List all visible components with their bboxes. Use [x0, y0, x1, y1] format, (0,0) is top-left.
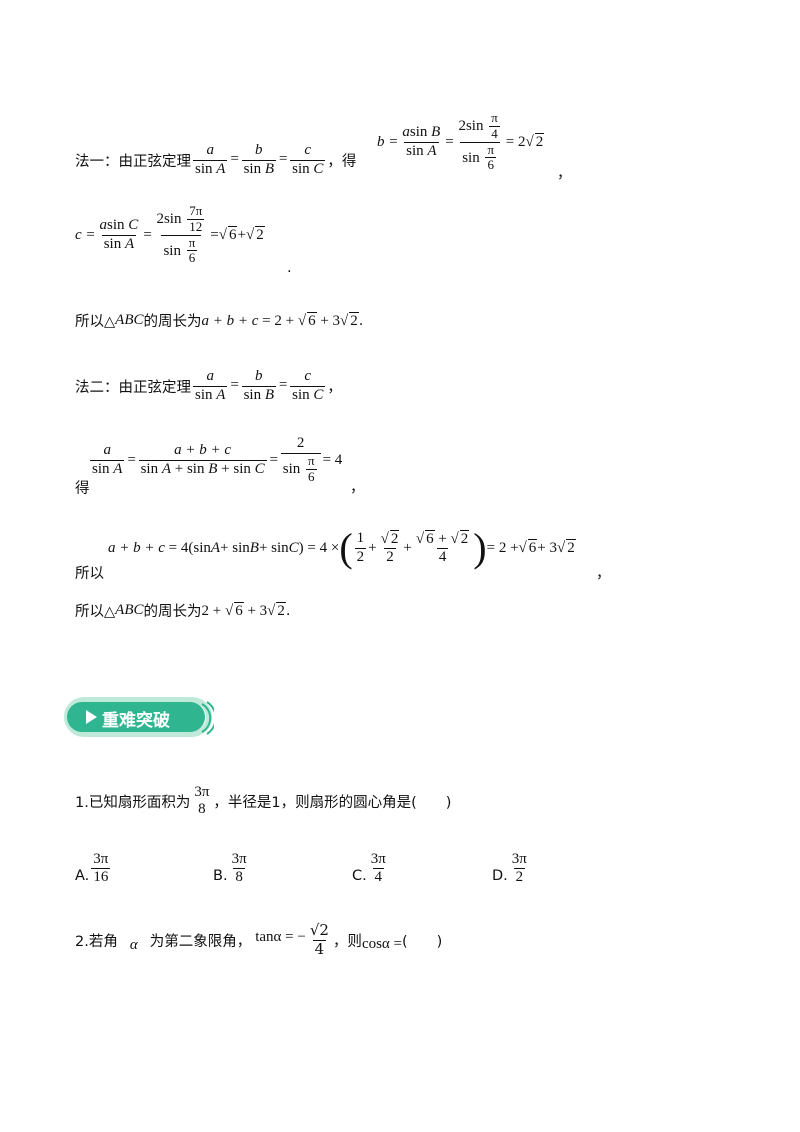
method1-get: ，得	[327, 153, 357, 170]
method2-perimeter: 所以△ ABC 的周长为 2 + √6 + 3√2 .	[75, 601, 291, 620]
method2-sum: a + b + c = 4(sin A + sin B + sin C) = 4…	[108, 525, 576, 570]
method2-get: 得	[75, 481, 90, 497]
method1-comma: ，	[557, 166, 572, 182]
method2-so: 所以	[75, 566, 104, 582]
method1-perimeter: 所以△ ABC 的周长为 a + b + c = 2 + √6 + 3√2 .	[75, 311, 364, 330]
banner-title: 重难突破	[102, 711, 170, 731]
method1-period: .	[287, 260, 292, 276]
method1-label: 法一：由正弦定理	[75, 153, 191, 170]
method2-ratio-comma: ，	[350, 480, 365, 496]
method2-label: 法二：由正弦定理	[75, 379, 191, 396]
play-icon	[86, 710, 97, 724]
section-banner: 重难突破	[64, 696, 217, 738]
method2-sum-comma: ，	[596, 566, 611, 582]
alpha-symbol: α	[129, 936, 138, 953]
banner-shape	[64, 697, 217, 737]
